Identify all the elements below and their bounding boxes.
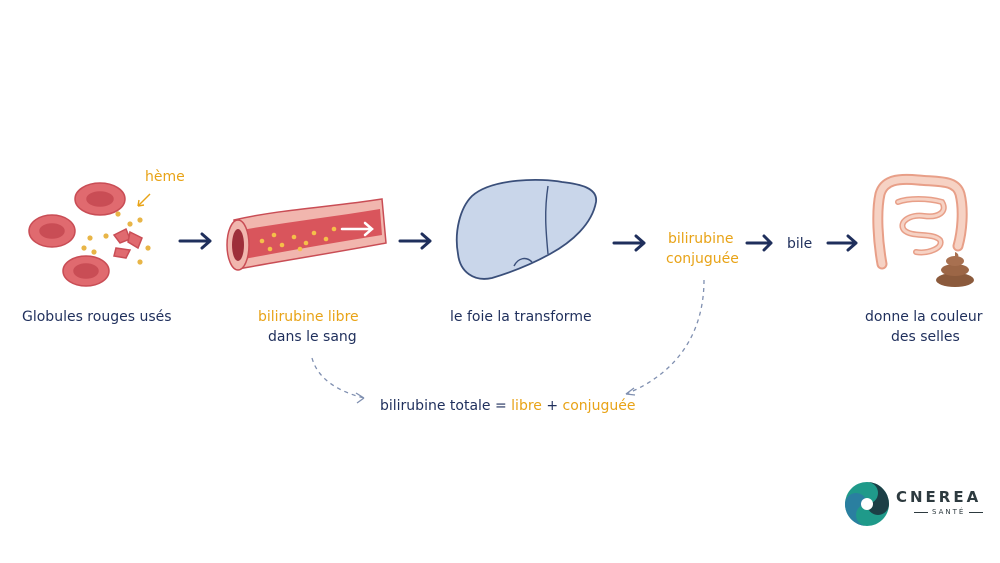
formula-prefix: bilirubine totale = [380,398,507,414]
formula-conjuguee: conjuguée [562,398,636,414]
blood-vessel-icon [226,198,387,271]
selles-line1-label: donne la couleur [865,309,983,325]
bile-label: bile [787,236,813,252]
logo-sub: SANTÉ [910,508,987,516]
formula-libre: libre [511,398,542,414]
foie-label: le foie la transforme [450,309,592,325]
arrow-right-icon [612,234,646,252]
arrow-right-icon [826,234,858,252]
arrow-right-icon [398,232,432,250]
selles-line2-label: des selles [891,329,960,345]
dans-le-sang-label: dans le sang [268,329,357,345]
bilirubine-conj-label: bilirubine [668,231,734,247]
logo-swirl-icon [845,482,889,526]
formula: bilirubine totale = libre + conjuguée [380,397,635,416]
globules-label: Globules rouges usés [22,309,172,325]
red-blood-cells-icon [28,182,151,287]
heme-label: hème [145,169,185,185]
intestine-icon [872,173,968,270]
conjuguee-label: conjuguée [666,251,739,267]
arrow-right-icon [178,232,212,250]
stool-icon [936,252,974,287]
liver-icon [455,178,597,280]
bilirubine-libre-label: bilirubine libre [258,309,359,325]
arrow-right-icon [745,234,773,252]
formula-plus: + [546,398,559,414]
logo-name: CNEREA [896,488,982,506]
